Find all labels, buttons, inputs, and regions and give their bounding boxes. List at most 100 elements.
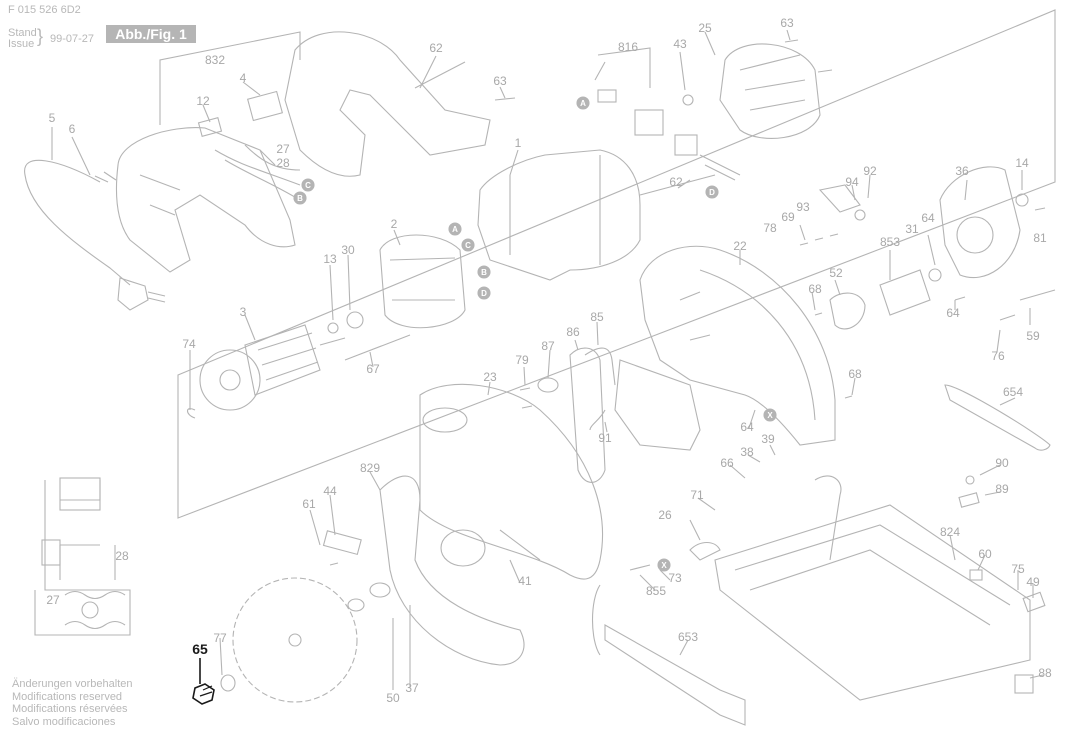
saw-blade	[232, 577, 358, 703]
cord-sleeve	[94, 171, 117, 183]
connector-a: A	[452, 225, 458, 234]
part-label: 60	[978, 547, 992, 561]
part-label: 23	[483, 370, 497, 384]
plate-87	[537, 377, 559, 393]
guard-shell-829	[379, 475, 525, 666]
switch-12	[197, 116, 223, 138]
part-label: 28	[276, 156, 290, 170]
motor-housing-1	[477, 149, 641, 281]
part-label: 66	[720, 456, 734, 470]
part-44	[322, 530, 362, 556]
washer-31	[928, 268, 942, 282]
part-label: 89	[995, 482, 1009, 496]
part-label: 64	[946, 306, 960, 320]
part-label: 824	[940, 525, 960, 539]
part-label: 86	[566, 325, 580, 339]
flange-52	[829, 292, 866, 330]
issue-label: Issue	[8, 38, 35, 50]
connector-d: D	[481, 289, 487, 298]
part-label: 64	[740, 420, 754, 434]
bearing-14	[1015, 193, 1029, 207]
base-plate-824	[714, 504, 1031, 701]
motor-symbol	[81, 601, 99, 619]
part-label: 50	[386, 691, 400, 705]
part-label: 79	[515, 353, 529, 367]
spring-41	[499, 529, 541, 561]
part-label: 91	[598, 431, 612, 445]
part-label: 43	[673, 37, 687, 51]
part-label: 39	[761, 432, 775, 446]
lever-86	[569, 347, 606, 483]
part-label: 832	[205, 53, 225, 67]
highlight-part-label: 65	[192, 641, 208, 657]
spindle-lock-59	[999, 289, 1056, 321]
part-label: 855	[646, 584, 666, 598]
brush-holder	[634, 109, 664, 136]
part-label: 63	[780, 16, 794, 30]
figure-label: Abb./Fig. 1	[106, 25, 196, 43]
bracket-832	[159, 31, 301, 125]
brace-icon: }	[37, 26, 44, 46]
part-label: 25	[698, 21, 712, 35]
upper-guard-22	[639, 245, 836, 446]
plate-part	[614, 359, 701, 451]
field-coil-2	[379, 234, 466, 329]
part-label: 62	[669, 175, 683, 189]
plug-icon	[117, 277, 149, 311]
part-label: 90	[995, 456, 1009, 470]
wrench-654	[944, 384, 1051, 451]
part-label: 13	[323, 252, 337, 266]
part-label: 22	[733, 239, 747, 253]
part-label: 1	[515, 136, 522, 150]
part-label: 853	[880, 235, 900, 249]
clip-94	[818, 184, 861, 213]
part-label: 49	[1026, 575, 1040, 589]
switch-4	[246, 90, 284, 122]
part-label: 75	[1011, 562, 1025, 576]
handle-housing-832	[115, 127, 296, 273]
part-label: 14	[1015, 156, 1029, 170]
depth-lever	[814, 475, 842, 561]
part-label: 816	[618, 40, 638, 54]
part-label: 74	[182, 337, 196, 351]
part-label: 67	[366, 362, 380, 376]
part-label: 73	[668, 571, 682, 585]
part-label: 61	[302, 497, 316, 511]
nut-43	[682, 94, 694, 106]
part-label: 6	[69, 122, 76, 136]
part-label: 77	[213, 631, 227, 645]
part-label: 27	[46, 593, 60, 607]
part-label: 12	[196, 94, 210, 108]
washer-13	[327, 322, 339, 334]
gear-853	[879, 269, 931, 316]
handle-cover	[284, 31, 491, 177]
part-label: 59	[1026, 329, 1040, 343]
gear-housing-36	[939, 166, 1021, 279]
part-label: 31	[905, 222, 919, 236]
power-cord	[24, 159, 131, 286]
part-label: 94	[845, 175, 859, 189]
part-label: 653	[678, 630, 698, 644]
part-label: 5	[49, 111, 56, 125]
fan-74	[199, 349, 261, 411]
connector-b: B	[297, 194, 303, 203]
document-number: F 015 526 6D2	[8, 4, 81, 16]
modifications-notice: Änderungen vorbehalten Modifications res…	[12, 678, 133, 728]
bearing-30	[346, 311, 364, 329]
connector-d: D	[709, 188, 715, 197]
brush-holder-2	[674, 134, 698, 156]
part-label: 2	[391, 217, 398, 231]
part-label: 28	[115, 549, 129, 563]
issue-date: 99-07-27	[50, 33, 95, 45]
flange-50	[440, 529, 486, 567]
brush-springs	[699, 154, 741, 181]
part-label: 69	[781, 210, 795, 224]
screw-62-top	[414, 61, 466, 89]
part-label: 4	[240, 71, 247, 85]
part-label: 87	[541, 339, 555, 353]
connector-b: B	[481, 268, 487, 277]
part-label: 76	[991, 349, 1005, 363]
part-label: 88	[1038, 666, 1052, 680]
part-label: 93	[796, 200, 810, 214]
